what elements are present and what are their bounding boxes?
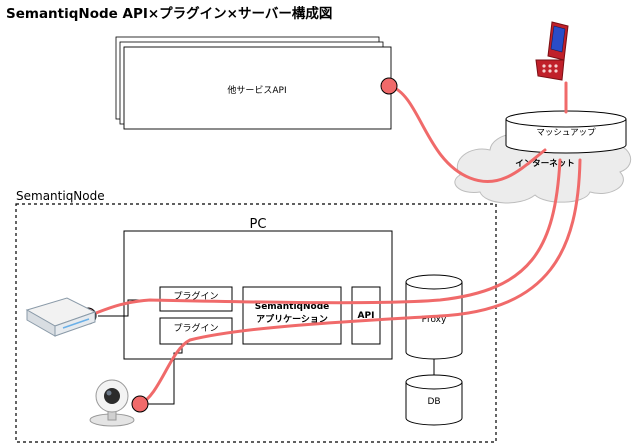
- internet-label: インターネット: [515, 158, 575, 169]
- semantiqnode-app-box: SemantiqNode アプリケーション: [242, 286, 342, 345]
- endpoint-camera: [131, 395, 149, 413]
- router-device-icon: [25, 297, 97, 337]
- endpoint-other-service: [380, 77, 398, 95]
- webcam-icon: [89, 379, 135, 427]
- app-label-line-2: アプリケーション: [256, 313, 328, 325]
- plugin-label-1: プラグイン: [173, 290, 218, 302]
- red-connections: [86, 81, 582, 406]
- pc-label: PC: [250, 217, 267, 232]
- plugin-label-2: プラグイン: [173, 322, 218, 334]
- api-box: API: [351, 286, 381, 345]
- other-service-api-panels: 他サービスAPI: [115, 36, 392, 130]
- db-label: DB: [427, 397, 440, 407]
- mashup-server: マッシュアップ: [505, 110, 627, 154]
- other-service-api-label: 他サービスAPI: [227, 84, 286, 96]
- mashup-label: マッシュアップ: [536, 128, 596, 138]
- semantiqnode-group: SemantiqNode: [15, 189, 497, 443]
- mobile-phone-icon: [535, 21, 569, 81]
- db-cylinder: DB: [405, 374, 463, 426]
- proxy-label: Proxy: [422, 315, 447, 325]
- diagram-title: SemantiqNode API×プラグイン×サーバー構成図: [6, 6, 333, 22]
- semantiqnode-group-label: SemantiqNode: [16, 189, 105, 203]
- app-label-line-1: SemantiqNode: [255, 302, 330, 312]
- api-label: API: [358, 311, 375, 321]
